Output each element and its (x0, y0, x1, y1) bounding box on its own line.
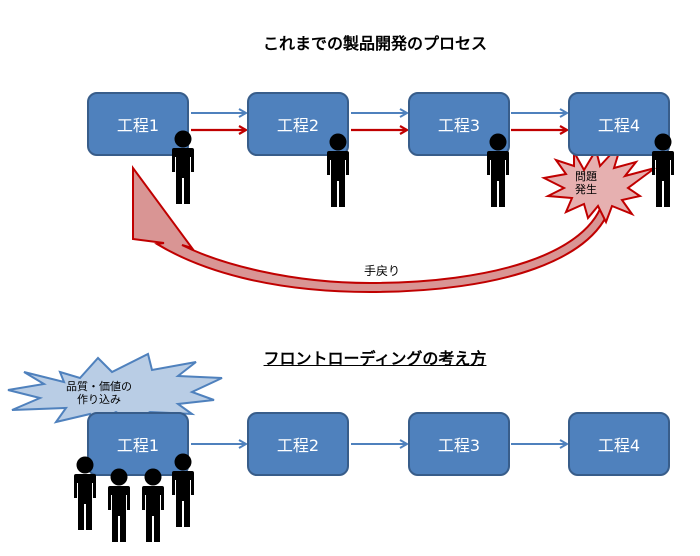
bottom-step-2: 工程2 (247, 412, 349, 476)
step-label: 工程2 (276, 436, 320, 455)
step-label: 工程2 (276, 116, 320, 135)
quality-line-2: 作り込み (77, 393, 121, 406)
rework-label: 手戻り (364, 264, 401, 278)
top-step-4: 工程4 (568, 92, 670, 156)
bottom-step-3: 工程3 (408, 412, 510, 476)
person-icon-team-2 (108, 468, 130, 542)
person-icon-top-2 (327, 133, 349, 207)
problem-burst-label: 問題 発生 (575, 170, 597, 196)
step-label: 工程1 (116, 116, 160, 135)
bottom-step-4: 工程4 (568, 412, 670, 476)
person-icon-top-1 (172, 130, 194, 204)
person-icon-team-3 (142, 468, 164, 542)
front-loading-title: フロントローディングの考え方 (263, 349, 487, 368)
step-label: 工程1 (116, 436, 160, 455)
step-label: 工程4 (597, 116, 641, 135)
person-icon-team-1 (74, 456, 96, 530)
quality-line-1: 品質・価値の (66, 380, 132, 393)
rework-return-arrow (132, 164, 614, 294)
person-icon-top-3 (487, 133, 509, 207)
problem-line-1: 問題 (575, 170, 597, 183)
current-process-title: これまでの製品開発のプロセス (262, 34, 487, 53)
step-label: 工程4 (597, 436, 641, 455)
quality-burst-label: 品質・価値の 作り込み (66, 380, 132, 406)
step-label: 工程3 (437, 436, 481, 455)
person-icon-top-4 (652, 133, 674, 207)
top-step-1: 工程1 (87, 92, 189, 156)
bottom-step-1: 工程1 (87, 412, 189, 476)
step-label: 工程3 (437, 116, 481, 135)
problem-line-2: 発生 (575, 183, 597, 196)
person-icon-team-4 (172, 453, 194, 527)
